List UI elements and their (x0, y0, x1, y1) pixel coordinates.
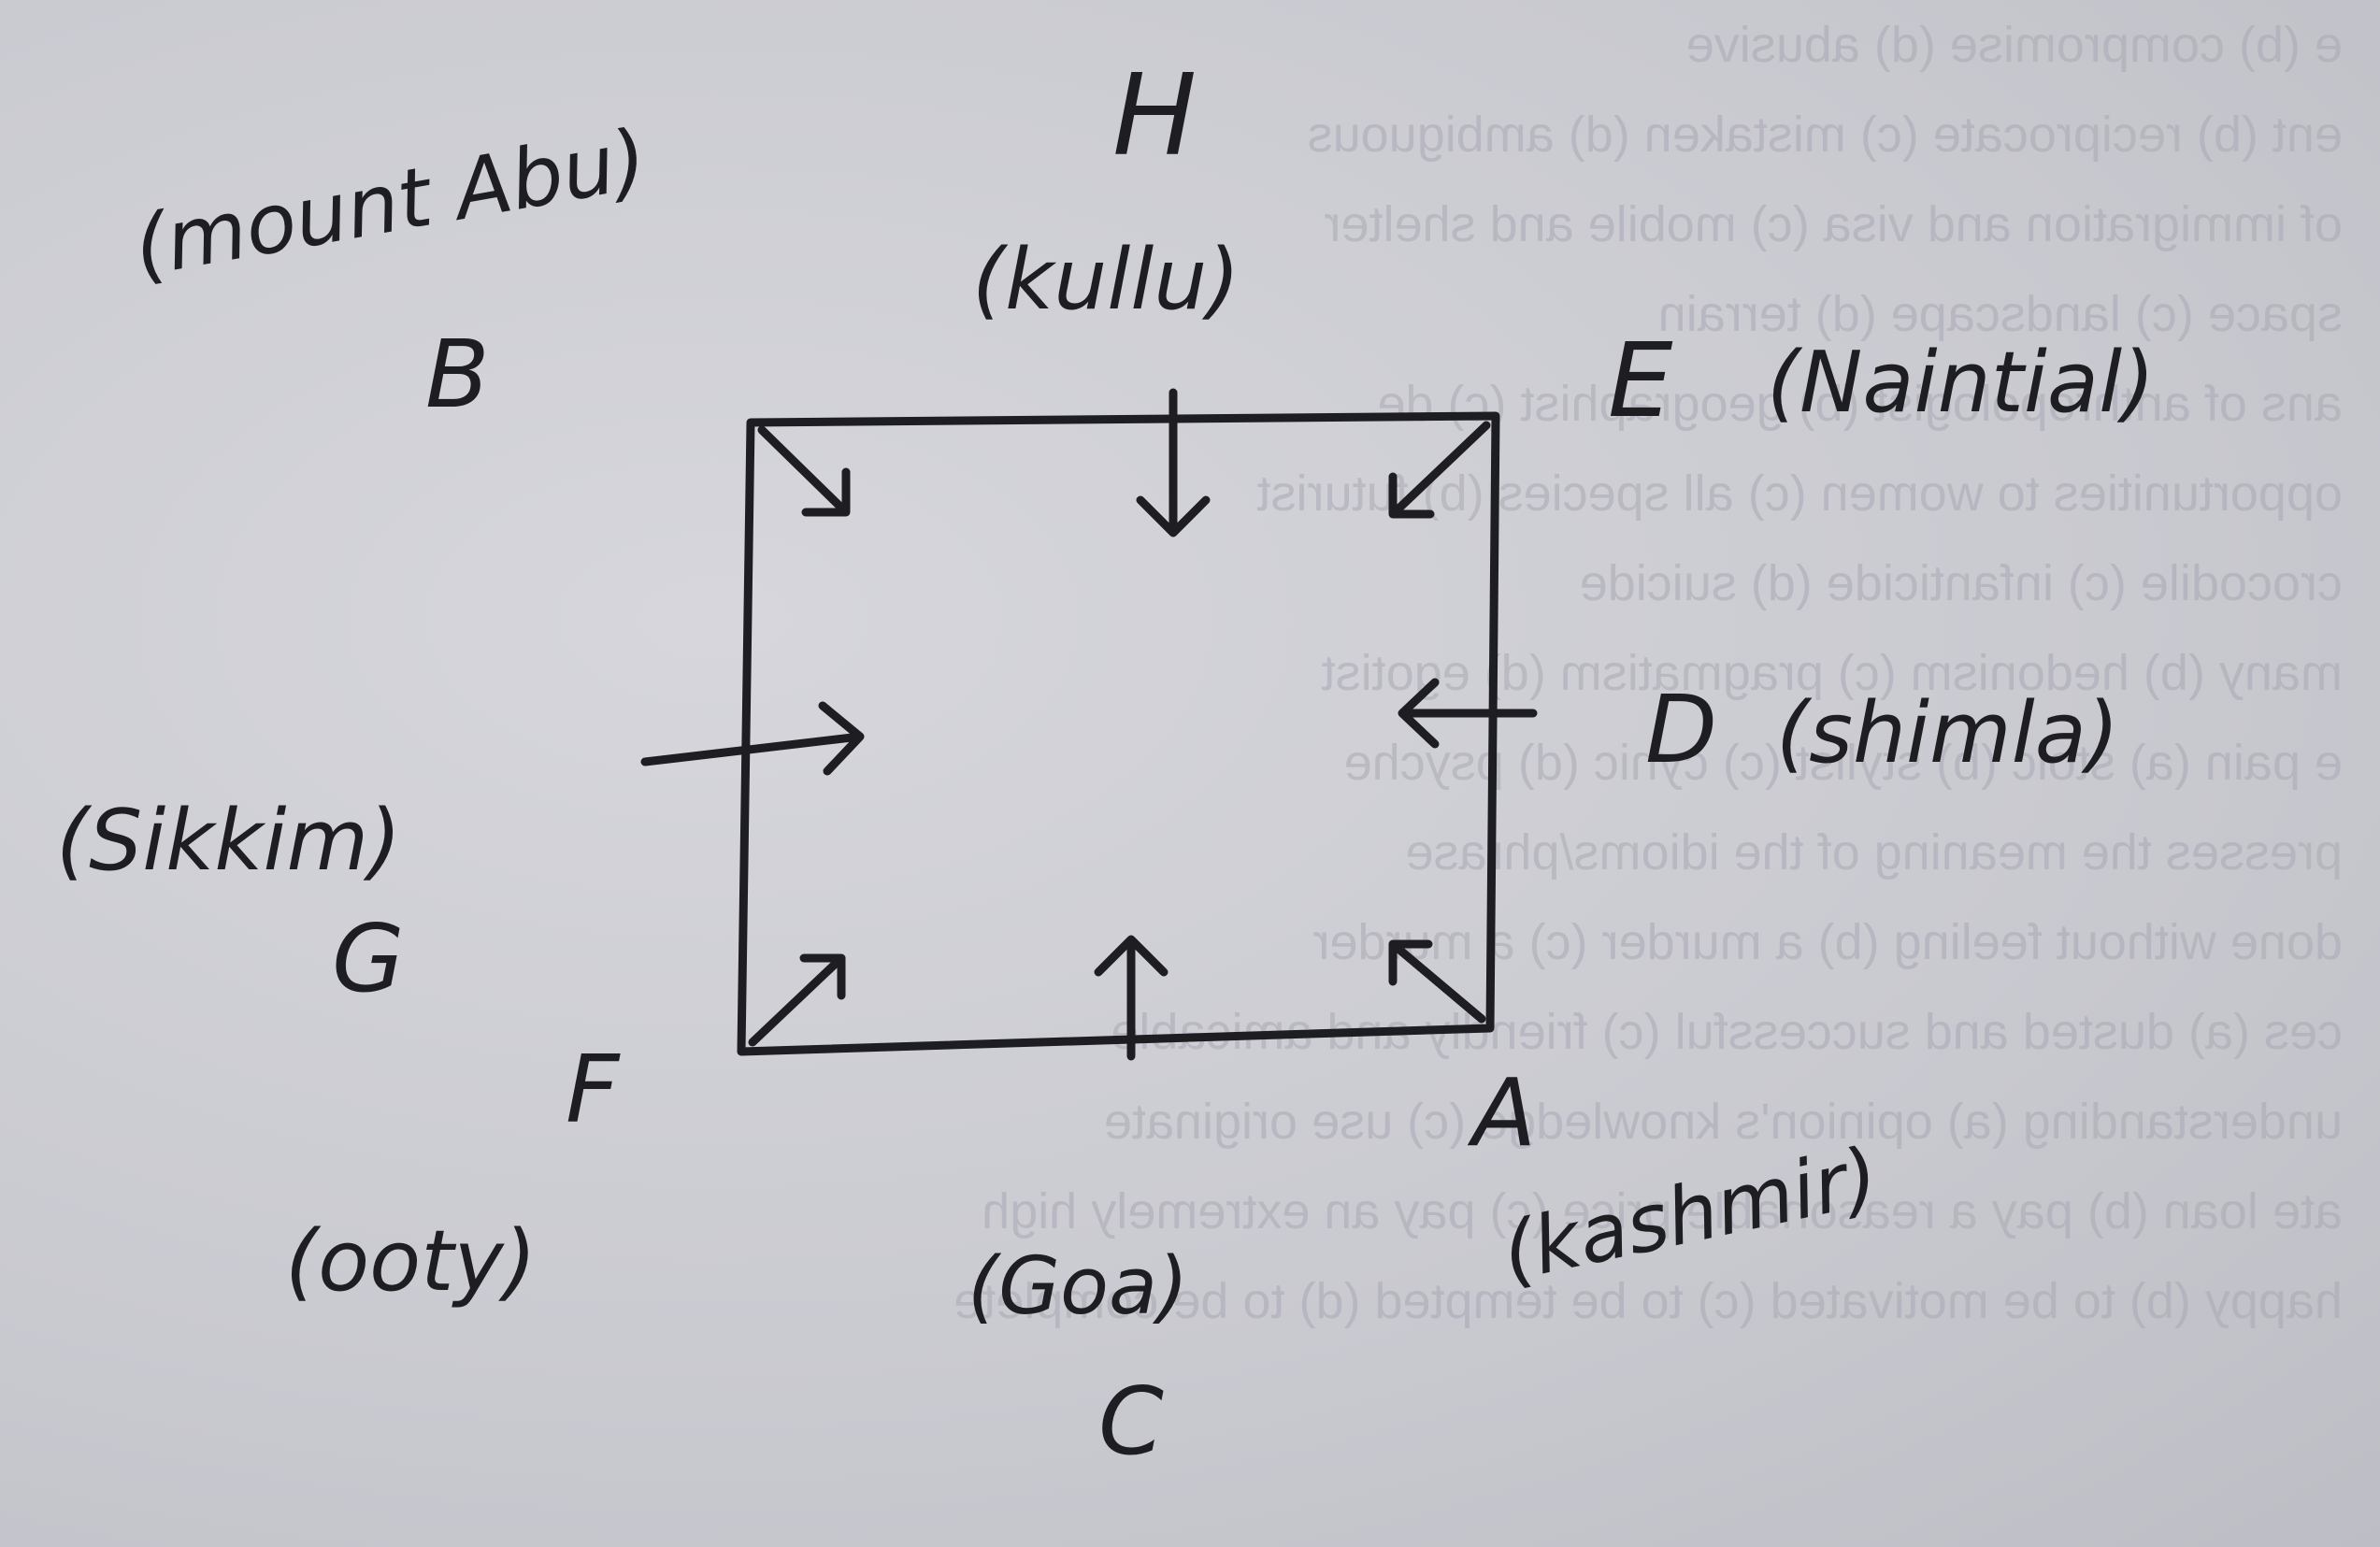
square-table (737, 411, 1500, 1056)
person-place-c: (Goa) (968, 1240, 1188, 1333)
arrow-g (640, 701, 865, 776)
person-place-f: (ooty) (285, 1212, 537, 1311)
person-letter-a: A (1467, 1058, 1536, 1167)
person-letter-g: G (332, 904, 405, 1013)
person-place-b: (mount Abu) (127, 110, 654, 295)
person-place-a: (kashmir) (1495, 1130, 1886, 1299)
person-place-h: (kullu) (972, 231, 1240, 329)
person-place-e: (Naintial) (1767, 334, 2155, 432)
arrow-a (1388, 939, 1486, 1024)
person-letter-b: B (425, 320, 490, 429)
arrow-d (1398, 678, 1538, 749)
arrow-e (1388, 421, 1491, 519)
person-letter-f: F (566, 1035, 621, 1144)
arrow-h (1136, 388, 1211, 537)
arrow-f (748, 953, 846, 1047)
arrow-c (1094, 935, 1168, 1061)
person-place-g: (Sikkim) (56, 792, 401, 890)
person-letter-e: E (1608, 321, 1673, 440)
person-letter-c: C (1098, 1367, 1164, 1476)
arrow-b (757, 425, 851, 517)
person-letter-h: H (1112, 51, 1197, 181)
person-letter-d: D (1645, 675, 1717, 784)
person-place-d: (shimla) (1776, 684, 2119, 782)
